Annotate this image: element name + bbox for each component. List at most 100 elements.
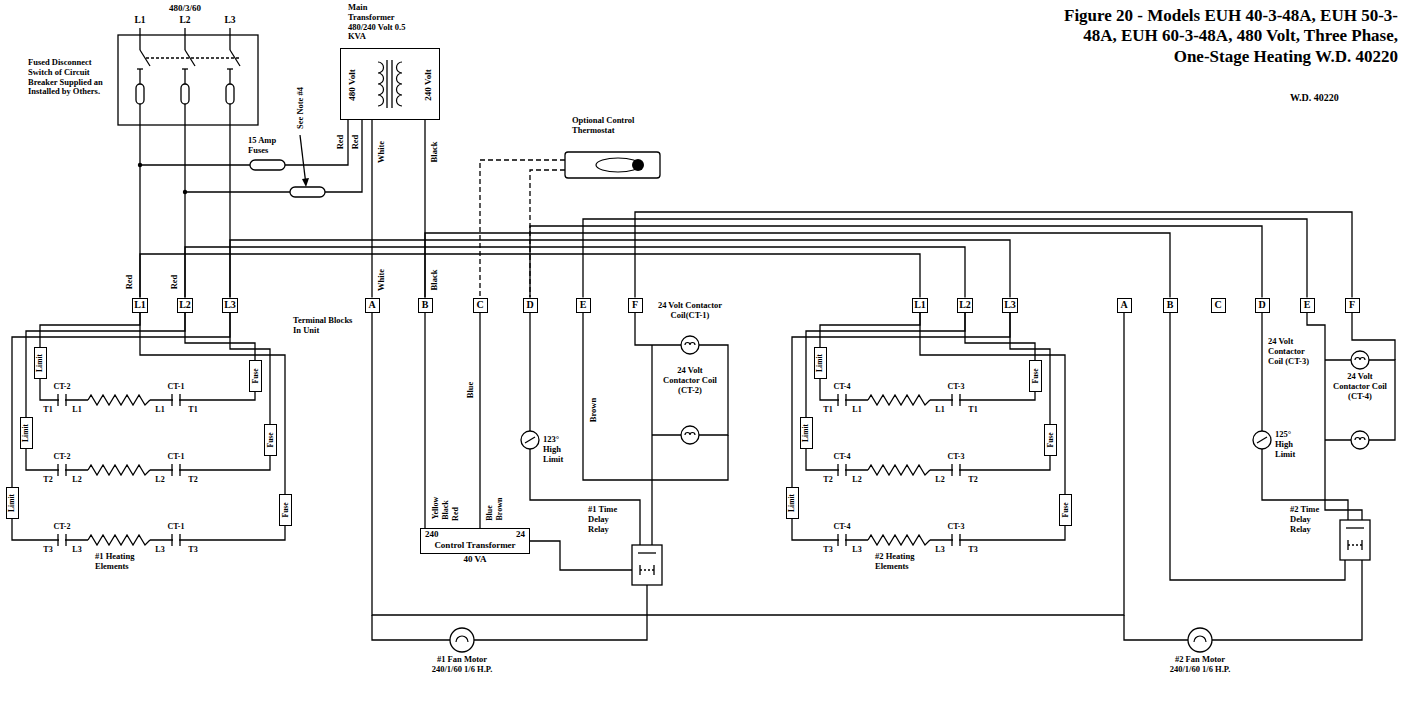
contactor-contact xyxy=(179,464,180,476)
node-text: Limit xyxy=(816,354,824,372)
wire xyxy=(583,313,728,481)
wire-color-label: Blue xyxy=(486,505,494,521)
contactor-contact xyxy=(959,534,960,546)
terminal-block: B xyxy=(418,298,433,313)
contact-label: CT-4 xyxy=(833,453,850,461)
limit-switch: Limit xyxy=(800,417,813,449)
wire xyxy=(474,585,647,640)
contactor-contact xyxy=(837,534,838,546)
wire-connector xyxy=(372,313,1124,616)
fuse-symbol xyxy=(290,187,325,197)
node-text: F xyxy=(632,300,638,311)
node-text: E xyxy=(1304,300,1311,311)
contactor-coil-symbol xyxy=(1351,431,1369,449)
wire-connector xyxy=(792,519,1065,540)
contact-gap xyxy=(173,468,179,472)
wire-color-label: Red xyxy=(125,275,134,290)
part-label: 15 Amp Fuses xyxy=(248,136,288,156)
contact-label: L1 xyxy=(72,406,81,414)
fuse-symbol xyxy=(226,84,234,104)
disconnect-switch-box xyxy=(118,35,258,125)
contact-gap xyxy=(839,468,845,472)
contact-label: T3 xyxy=(968,546,977,554)
contact-gap xyxy=(173,398,179,402)
wire-connector xyxy=(424,313,425,529)
high-limit-symbol xyxy=(521,431,539,449)
limit-element xyxy=(525,437,535,443)
contact-label: CT-3 xyxy=(947,453,964,461)
supply-wire xyxy=(184,69,185,84)
node-text: 240 xyxy=(425,530,439,539)
terminal-block: L2 xyxy=(177,298,193,313)
wire-connector xyxy=(230,240,1010,298)
node-text: 240 Volt xyxy=(424,69,433,100)
wire-color-label: Red xyxy=(351,135,360,150)
time-delay-relay-box xyxy=(632,545,662,585)
contact-label: T2 xyxy=(188,476,197,484)
red-wire xyxy=(185,191,290,192)
leader-line xyxy=(300,135,306,181)
part-label: #1 Fan Motor 240/1/60 1/6 H.P. xyxy=(430,655,494,675)
contact-label: T1 xyxy=(968,406,977,414)
wire-connector xyxy=(425,233,1170,298)
supply-wire xyxy=(139,28,140,50)
primary-coil xyxy=(378,62,384,106)
fan-motor-symbol xyxy=(450,628,474,652)
red-wire xyxy=(325,120,362,192)
figure-title: Figure 20 - Models EUH 40-3-48A, EUH 50-… xyxy=(1048,6,1398,67)
limit-switch: Limit xyxy=(34,347,47,379)
wire-connector xyxy=(140,313,285,495)
contactor-contact xyxy=(171,464,172,476)
wire xyxy=(651,345,652,545)
terminal-block: A xyxy=(365,298,380,313)
wire xyxy=(530,541,632,570)
wire-connector xyxy=(530,226,1262,298)
wire-color-label: Yellow xyxy=(432,497,440,520)
wire-connector xyxy=(12,519,285,540)
coil-winding xyxy=(685,343,695,346)
wire-color-label: Brown xyxy=(496,498,504,521)
part-label: #1 Time Delay Relay xyxy=(588,505,618,534)
contact-label: CT-1 xyxy=(167,523,184,531)
relay-contact xyxy=(1346,527,1364,528)
contactor-contact xyxy=(837,464,838,476)
heating-element-symbol xyxy=(868,395,930,405)
node-text: Limit xyxy=(8,494,16,512)
part-label: L3 xyxy=(224,16,235,26)
node-text: C xyxy=(1214,300,1221,311)
terminal-block: F xyxy=(628,298,643,313)
contact-label: L1 xyxy=(935,406,944,414)
contactor-coil-symbol xyxy=(1351,351,1369,369)
supply-wire xyxy=(184,28,185,50)
contactor-contact xyxy=(65,394,66,406)
contact-label: L1 xyxy=(852,406,861,414)
wire xyxy=(1261,313,1262,432)
wire-connector xyxy=(26,313,185,418)
wire xyxy=(635,313,652,346)
contact-label: T2 xyxy=(823,476,832,484)
wire-connector xyxy=(965,313,1035,361)
terminal-block: L1 xyxy=(132,298,148,313)
wire xyxy=(1212,560,1362,640)
terminal-block: E xyxy=(576,298,591,313)
contact-label: L3 xyxy=(852,546,861,554)
contactor-contact xyxy=(57,534,58,546)
wire-connector xyxy=(230,313,270,425)
limit-switch: Limit xyxy=(6,487,19,519)
thermostat-wire xyxy=(530,170,565,298)
wire-color-label: Red xyxy=(336,135,345,150)
contact-label: L3 xyxy=(72,546,81,554)
contactor-contact xyxy=(951,464,952,476)
contact-label: T3 xyxy=(43,546,52,554)
fuse: Fuse xyxy=(249,360,262,392)
limit-element xyxy=(1257,437,1267,443)
node-text: Limit xyxy=(36,354,44,372)
terminal-block: B xyxy=(1163,298,1178,313)
contact-label: CT-2 xyxy=(53,523,70,531)
wire-color-label: White xyxy=(377,141,386,163)
node-text: Limit xyxy=(788,494,796,512)
coil-winding xyxy=(685,433,695,436)
node-text: A xyxy=(1120,300,1127,311)
wire-connector xyxy=(185,247,965,298)
